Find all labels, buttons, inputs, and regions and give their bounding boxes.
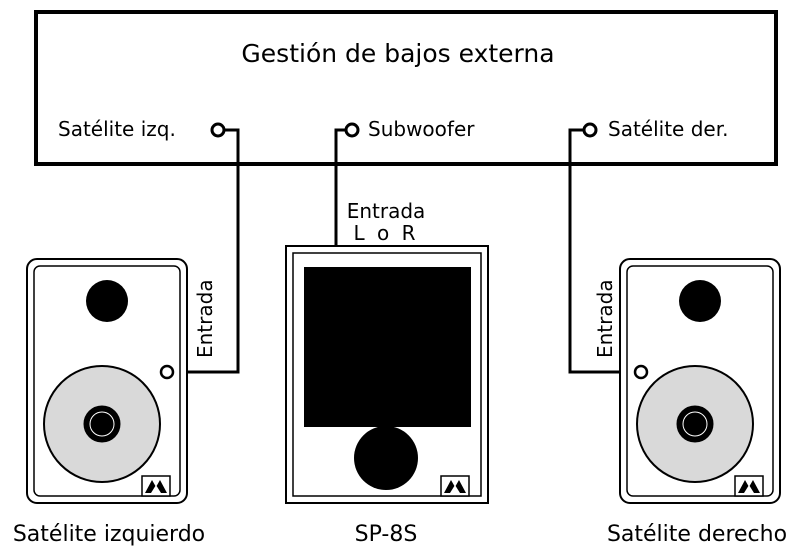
tweeter xyxy=(86,280,128,322)
device-label-left: Satélite izquierdo xyxy=(13,522,205,547)
jack-output-sub xyxy=(344,122,360,138)
tweeter xyxy=(679,280,721,322)
input-label-left: Entrada xyxy=(193,279,217,358)
speaker-right xyxy=(619,258,781,504)
input-label-right: Entrada xyxy=(593,279,617,358)
subwoofer-panel xyxy=(304,267,471,427)
speaker-left xyxy=(26,258,188,504)
bass-manager-box xyxy=(34,10,778,166)
jack-input-right xyxy=(633,364,649,380)
device-label-right: Satélite derecho xyxy=(607,522,787,547)
input-label-sub-line2: L o R xyxy=(354,221,419,245)
cable-right xyxy=(568,128,634,374)
output-label-right: Satélite der. xyxy=(608,117,728,141)
cable-left xyxy=(174,128,240,374)
jack-output-right xyxy=(582,122,598,138)
device-label-sub: SP-8S xyxy=(355,522,418,547)
subwoofer-sp8s xyxy=(285,245,489,504)
subwoofer-driver xyxy=(354,426,418,490)
input-label-sub-line1: Entrada xyxy=(347,199,426,223)
m-logo-icon xyxy=(734,475,764,497)
jack-output-left xyxy=(210,122,226,138)
bass-manager-title: Gestión de bajos externa xyxy=(241,39,554,68)
m-logo-icon xyxy=(141,475,171,497)
output-label-left: Satélite izq. xyxy=(58,117,176,141)
output-label-sub: Subwoofer xyxy=(368,117,475,141)
m-logo-icon xyxy=(440,475,470,497)
jack-input-left xyxy=(159,364,175,380)
cable-sub xyxy=(334,128,346,246)
